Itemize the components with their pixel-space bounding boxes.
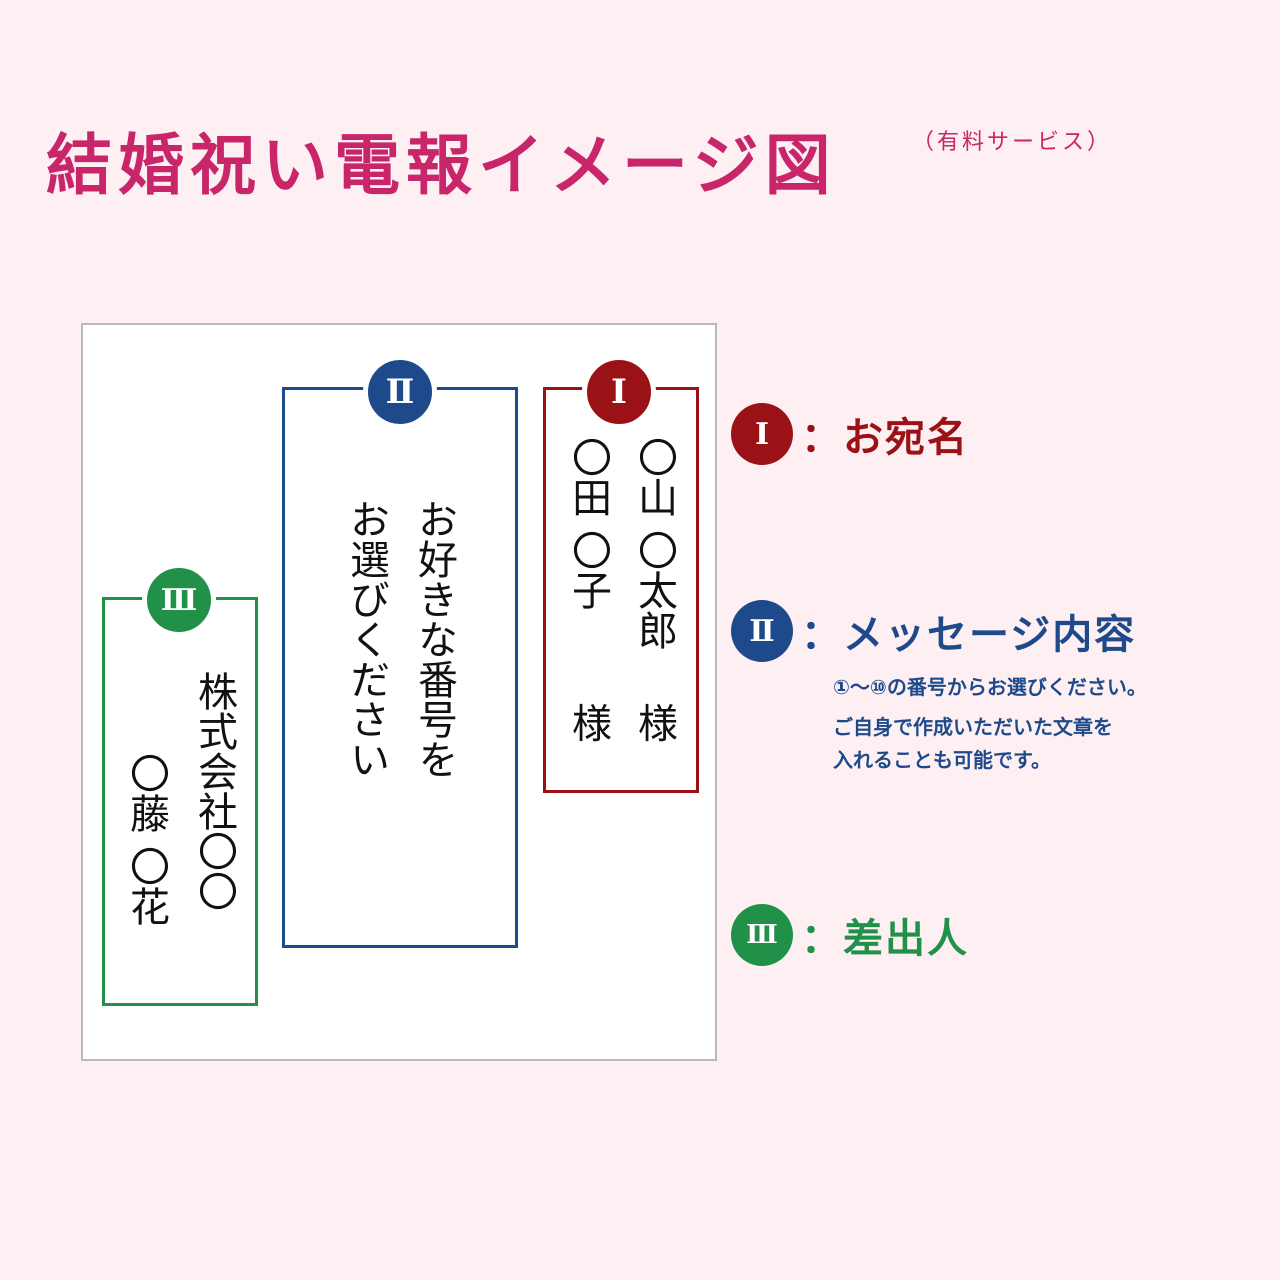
legend-label-3: ：差出人 <box>801 916 969 962</box>
recipient-col-1: 〇山 〇太郎 様 <box>631 437 677 743</box>
message-col-1: お好きな番号を <box>411 499 457 779</box>
sender-badge: Ⅲ <box>142 563 216 637</box>
sender-col-2: 〇藤 〇花 <box>123 753 169 926</box>
message-note-3: 入れることも可能です。 <box>833 748 1051 772</box>
message-note-2: ご自身で作成いただいた文章を <box>833 715 1113 739</box>
title-note: （有料サービス） <box>912 130 1113 155</box>
message-badge: Ⅱ <box>363 355 437 429</box>
legend-badge-1: Ⅰ <box>731 403 793 465</box>
message-col-2: お選びください <box>343 499 389 779</box>
legend-label-2: ：メッセージ内容 <box>801 612 1137 658</box>
recipient-badge: Ⅰ <box>582 355 656 429</box>
message-box <box>282 387 518 948</box>
sender-col-1: 株式会社〇〇 <box>191 671 237 911</box>
recipient-box <box>543 387 699 793</box>
message-note-1: ①～⑩の番号からお選びください。 <box>833 675 1147 699</box>
legend-message: Ⅱ ：メッセージ内容 <box>731 600 1136 662</box>
telegram-card: Ⅰ 〇山 〇太郎 様 〇田 〇子 様 Ⅱ お好きな番号を お選びください Ⅲ 株… <box>81 323 717 1061</box>
page-title: 結婚祝い電報イメージ図 <box>46 126 837 204</box>
sender-box <box>102 597 258 1006</box>
legend-badge-2: Ⅱ <box>731 600 793 662</box>
legend-badge-3: Ⅲ <box>731 904 793 966</box>
legend-recipient: Ⅰ ：お宛名 <box>731 403 969 465</box>
legend-label-1: ：お宛名 <box>801 415 969 461</box>
recipient-col-2: 〇田 〇子 様 <box>565 437 611 743</box>
legend-sender: Ⅲ ：差出人 <box>731 904 969 966</box>
